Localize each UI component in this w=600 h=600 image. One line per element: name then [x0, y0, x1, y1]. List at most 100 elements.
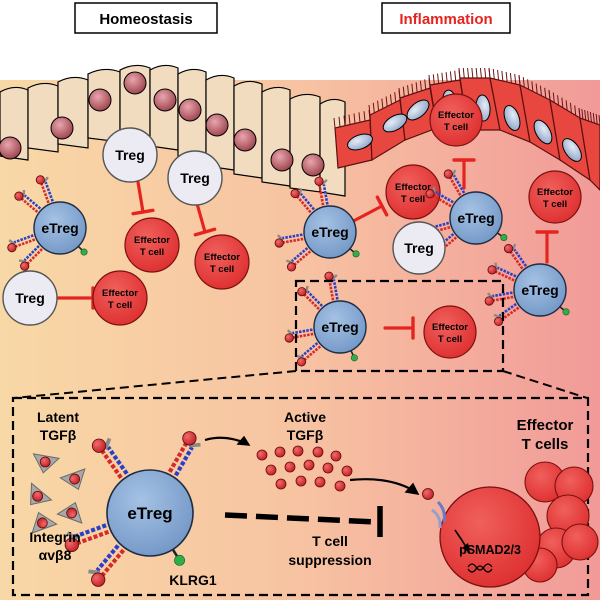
microvillus [492, 68, 495, 80]
etreg-label: eTreg [41, 220, 78, 236]
microvillus [557, 95, 560, 106]
tgfb-ball [64, 537, 79, 552]
tgfb-ball [274, 238, 284, 248]
microvillus [584, 109, 587, 121]
integrin-chain [306, 290, 326, 310]
etreg-cell: eTreg [421, 169, 508, 258]
binding-arrowhead [404, 482, 420, 495]
integrin-chain [495, 270, 518, 284]
active-tgfb-molecule [274, 446, 286, 458]
latent-tgfb-complex [30, 482, 53, 506]
normal-nucleus [205, 113, 229, 137]
inflamed-nucleus [503, 105, 521, 131]
treg-body [392, 221, 446, 275]
inset-etreg-cell: eTreg [64, 431, 201, 587]
inhibit-bar [131, 208, 155, 216]
active-tgfb-molecule [341, 465, 353, 477]
integrin-chain [303, 343, 324, 361]
microvillus [343, 115, 346, 126]
tgfb-ball [286, 262, 297, 272]
treg-label: Treg [404, 240, 434, 256]
integrin-chain [100, 544, 129, 577]
microvillus [338, 116, 341, 127]
integrin-chain [322, 184, 330, 209]
inflammation-header: Inflammation [381, 2, 511, 34]
effector-body [423, 305, 477, 359]
integrin-chain [13, 232, 38, 244]
microvillus [589, 111, 592, 123]
etreg-body [33, 201, 87, 255]
effector-body [194, 234, 250, 290]
tgfb-ball [324, 271, 334, 281]
integrin-chain [23, 242, 43, 262]
integrin-chain [292, 327, 317, 335]
tgfb-ball [484, 296, 494, 306]
treg-cell: Treg [392, 221, 446, 275]
zoom-line-right [502, 370, 588, 399]
microvillus [535, 83, 538, 94]
latent-tgfb-core [66, 507, 78, 519]
microvillus [385, 96, 388, 107]
effector-label-2: T cell [401, 194, 425, 205]
integrin-chain [106, 445, 132, 480]
microvillus [432, 74, 435, 85]
effector-body [528, 170, 582, 224]
integrin-chain [501, 304, 523, 321]
normal-epithelial-cell [289, 93, 321, 193]
etreg-cell: eTreg [7, 175, 88, 271]
microvillus [358, 112, 361, 123]
treg-body [102, 127, 158, 183]
integrin-chain [23, 194, 44, 212]
inflammation-label: Inflammation [399, 11, 492, 28]
klrg1-head [350, 354, 358, 362]
tgfb-ball [297, 287, 307, 297]
dna-strand [467, 563, 493, 571]
tgfb-ball [487, 265, 497, 275]
effector-body [92, 270, 148, 326]
latent-tgfb-core [69, 473, 81, 485]
active-tgfb-molecule [322, 462, 334, 474]
inflamed-epithelial-cell [579, 117, 600, 191]
tgfb-ball [284, 333, 294, 343]
active-tgfb-molecule [303, 459, 315, 471]
integrin-chain [282, 232, 307, 240]
microvillus [407, 85, 410, 96]
tgfb-ball [314, 176, 324, 186]
latent-tgfb-complex [56, 501, 83, 524]
effector-label-2: T cell [108, 300, 132, 311]
latent-complex-arm [66, 531, 78, 542]
normal-nucleus [50, 116, 74, 140]
integrin-chain [303, 293, 323, 313]
integrin-chain [77, 527, 115, 545]
microvillus [552, 92, 555, 103]
latent-tgfb-core [36, 517, 48, 529]
integrin-chain [100, 449, 127, 484]
inflamed-nucleus [406, 99, 430, 121]
treg-body [2, 270, 58, 326]
tgfb-ball [20, 261, 30, 271]
microvillus [402, 86, 405, 97]
klrg1-head [80, 248, 88, 256]
effector-label-1: Effector [432, 322, 468, 333]
treg-label: Treg [180, 170, 210, 186]
normal-nucleus [301, 153, 325, 177]
integrin-chain [328, 279, 335, 305]
integrin-chain [292, 332, 318, 339]
active-tgfb-molecule [292, 445, 304, 457]
microvillus [424, 79, 427, 90]
microvillus [377, 100, 380, 111]
microvillus [587, 110, 590, 122]
microvillus [333, 117, 336, 129]
integrin-chain [44, 181, 56, 206]
active-tgfb-label-1: Active [284, 409, 326, 425]
integrin-chain [282, 237, 308, 244]
tgfb-ball [290, 188, 300, 199]
inset-etreg-body [106, 469, 194, 557]
microvillus [565, 100, 568, 111]
latent-complex-arm [88, 569, 101, 575]
integrin-chain [496, 266, 520, 280]
normal-nucleus [178, 98, 202, 122]
microvillus [411, 83, 414, 94]
